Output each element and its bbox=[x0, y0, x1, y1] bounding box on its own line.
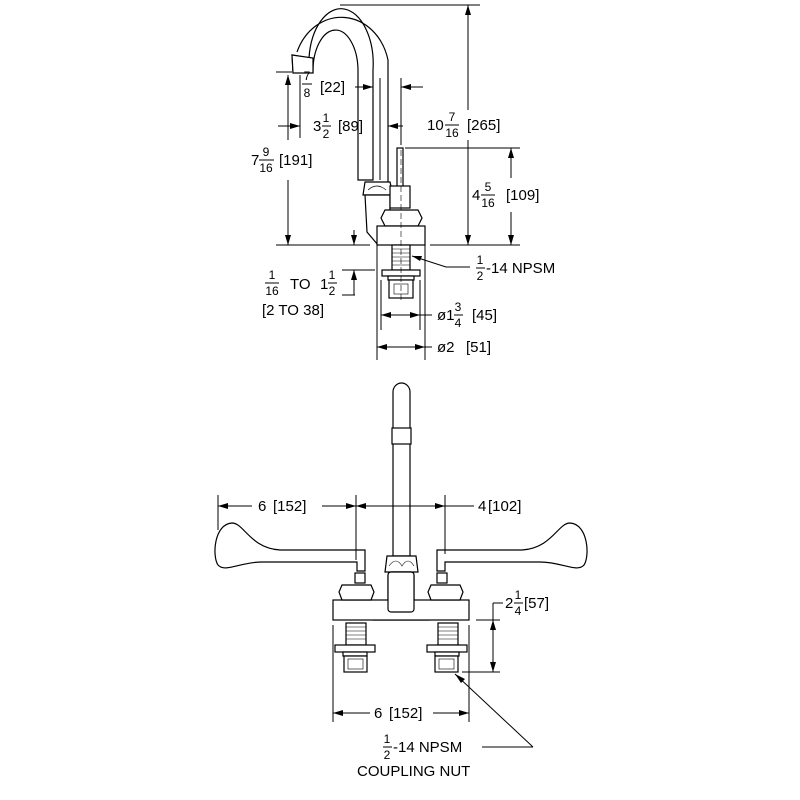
right-coupling-nut bbox=[434, 655, 459, 673]
svg-text:1: 1 bbox=[323, 111, 330, 125]
svg-text:COUPLING NUT: COUPLING NUT bbox=[357, 763, 470, 780]
dim-handle-reach: 6 [152] bbox=[258, 498, 306, 515]
dim-handle-height: 4 5 16 [109] bbox=[472, 180, 539, 210]
svg-text:ø2: ø2 bbox=[437, 339, 455, 356]
svg-text:[57]: [57] bbox=[524, 595, 549, 612]
front-view-labels: 6 [152] 4 [102] 2 1 4 [57] 6 [152] 1 2 -… bbox=[258, 498, 549, 780]
front-view-faucet bbox=[214, 382, 588, 673]
svg-text:TO: TO bbox=[290, 276, 311, 293]
dim-base-dia: ø2 [51] bbox=[437, 339, 491, 356]
right-shank bbox=[437, 622, 459, 646]
left-wrist-blade-handle bbox=[214, 522, 366, 572]
svg-text:3: 3 bbox=[313, 118, 321, 135]
svg-text:-14 NPSM: -14 NPSM bbox=[393, 739, 462, 756]
svg-text:1: 1 bbox=[384, 732, 391, 746]
svg-text:2: 2 bbox=[505, 595, 513, 612]
dim-spout-offset: 4 [102] bbox=[478, 498, 521, 515]
dim-spout-reach: 3 1 2 [89] bbox=[313, 111, 363, 141]
svg-text:1: 1 bbox=[269, 268, 276, 282]
svg-text:16: 16 bbox=[481, 196, 495, 210]
svg-text:2: 2 bbox=[384, 748, 391, 762]
svg-text:[45]: [45] bbox=[472, 307, 497, 324]
svg-text:6: 6 bbox=[374, 705, 382, 722]
spout-nut bbox=[384, 555, 419, 573]
svg-text:4: 4 bbox=[455, 316, 462, 330]
dim-overall-height: 10 7 16 [265] bbox=[427, 110, 500, 140]
spout-tube bbox=[392, 382, 411, 557]
handle-lever bbox=[396, 147, 404, 189]
svg-text:7: 7 bbox=[449, 110, 456, 124]
svg-text:8: 8 bbox=[304, 86, 311, 100]
dim-deck-range: 1 16 TO 1 1 2 [2 TO 38] bbox=[262, 268, 337, 319]
svg-text:[152]: [152] bbox=[273, 498, 306, 515]
spout-collar bbox=[391, 427, 412, 445]
valve-nut bbox=[380, 209, 423, 227]
svg-text:[2 TO 38]: [2 TO 38] bbox=[262, 302, 324, 319]
svg-text:[89]: [89] bbox=[338, 118, 363, 135]
svg-text:1: 1 bbox=[329, 268, 336, 282]
svg-text:7: 7 bbox=[304, 69, 311, 83]
svg-text:1: 1 bbox=[320, 276, 328, 293]
svg-text:4: 4 bbox=[478, 498, 486, 515]
label-thread: 1 2 -14 NPSM bbox=[476, 253, 555, 283]
svg-text:[22]: [22] bbox=[320, 79, 345, 96]
svg-text:3: 3 bbox=[455, 300, 462, 314]
svg-text:16: 16 bbox=[445, 126, 459, 140]
right-valve-nut bbox=[427, 584, 464, 601]
dim-shank-length: 2 1 4 [57] bbox=[505, 588, 549, 618]
svg-text:16: 16 bbox=[259, 161, 273, 175]
left-valve-nut bbox=[338, 584, 375, 601]
spout-outer bbox=[296, 16, 389, 182]
svg-text:4: 4 bbox=[472, 187, 480, 204]
side-view-faucet bbox=[291, 8, 426, 300]
svg-text:2: 2 bbox=[477, 269, 484, 283]
svg-text:6: 6 bbox=[258, 498, 266, 515]
left-shank bbox=[345, 622, 367, 646]
aerator bbox=[291, 54, 314, 74]
label-coupling-nut: 1 2 -14 NPSM COUPLING NUT bbox=[357, 732, 470, 780]
svg-text:[152]: [152] bbox=[389, 705, 422, 722]
svg-text:[191]: [191] bbox=[279, 152, 312, 169]
side-view-labels: 7 8 [22] 3 1 2 [89] 7 9 16 [191] 10 7 16… bbox=[251, 69, 555, 356]
svg-text:9: 9 bbox=[263, 145, 270, 159]
handle-stem bbox=[389, 185, 411, 209]
dim-centers: 6 [152] bbox=[374, 705, 422, 722]
dim-aerator-height: 7 9 16 [191] bbox=[251, 145, 312, 175]
spout-nut bbox=[362, 181, 394, 196]
svg-text:ø1: ø1 bbox=[437, 307, 455, 324]
svg-text:[109]: [109] bbox=[506, 187, 539, 204]
svg-text:2: 2 bbox=[329, 284, 336, 298]
front-view-dimensions bbox=[217, 495, 534, 748]
svg-text:[265]: [265] bbox=[467, 117, 500, 134]
svg-text:7: 7 bbox=[251, 152, 259, 169]
left-coupling-nut bbox=[343, 655, 368, 673]
svg-text:16: 16 bbox=[265, 284, 279, 298]
side-view-dimensions bbox=[276, 4, 520, 360]
svg-text:1: 1 bbox=[477, 253, 484, 267]
svg-text:10: 10 bbox=[427, 117, 444, 134]
svg-text:[102]: [102] bbox=[488, 498, 521, 515]
svg-text:[51]: [51] bbox=[466, 339, 491, 356]
dim-spout-opening: 7 8 [22] bbox=[302, 69, 345, 100]
svg-text:2: 2 bbox=[323, 127, 330, 141]
svg-text:-14 NPSM: -14 NPSM bbox=[486, 260, 555, 277]
svg-text:1: 1 bbox=[515, 588, 522, 602]
svg-text:5: 5 bbox=[485, 180, 492, 194]
svg-text:4: 4 bbox=[515, 604, 522, 618]
dim-flange-dia: ø1 3 4 [45] bbox=[437, 300, 497, 330]
right-wrist-blade-handle bbox=[436, 522, 588, 572]
